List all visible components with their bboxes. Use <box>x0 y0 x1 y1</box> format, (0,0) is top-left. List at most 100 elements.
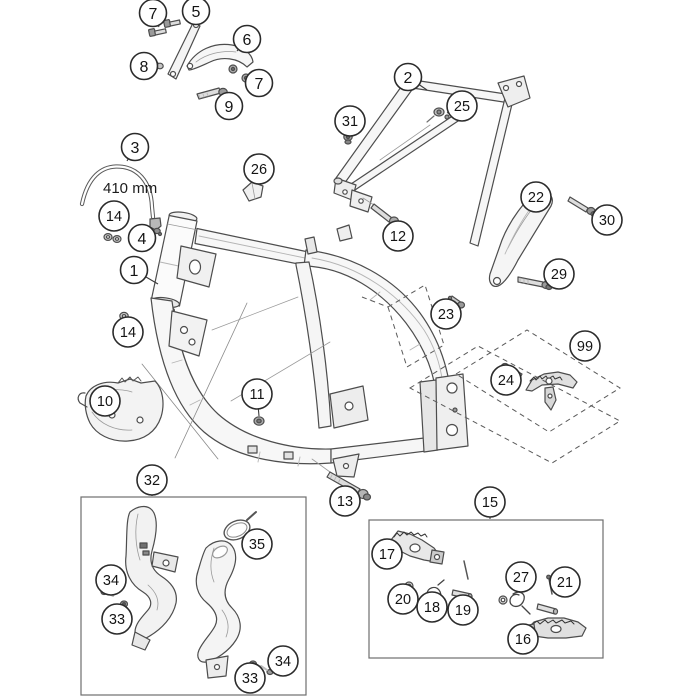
line-art-layer <box>77 19 598 679</box>
dashed-region-outer <box>408 345 622 464</box>
callout-number: 8 <box>140 59 149 76</box>
callout-circle <box>127 223 157 253</box>
callout-circle <box>112 316 144 348</box>
callout-14b[interactable]: 14 <box>112 316 144 348</box>
callout-number: 17 <box>379 547 395 563</box>
callout-circle <box>505 561 537 593</box>
callout-8[interactable]: 8 <box>129 51 159 81</box>
callout-30[interactable]: 30 <box>591 204 623 236</box>
callout-11[interactable]: 11 <box>241 378 273 417</box>
callout-circle <box>387 583 419 615</box>
callout-circle <box>334 105 366 137</box>
callout-5[interactable]: 5 <box>181 0 211 26</box>
group-box-15 <box>368 519 604 659</box>
callout-33b[interactable]: 33 <box>234 662 266 694</box>
callout-number: 23 <box>438 307 454 323</box>
callout-circle <box>329 485 361 517</box>
strut-part <box>167 20 201 80</box>
cable-tie-part <box>223 511 257 541</box>
callout-4[interactable]: 4 <box>127 223 157 253</box>
callout-circle <box>243 153 275 185</box>
callout-12[interactable]: 12 <box>382 220 414 252</box>
callout-number: 19 <box>455 603 471 619</box>
subframe-part <box>333 75 531 247</box>
callout-22[interactable]: 22 <box>520 181 552 213</box>
callout-number: 33 <box>109 612 125 628</box>
callout-1[interactable]: 1 <box>119 255 159 285</box>
callout-number: 35 <box>249 537 265 553</box>
callout-32[interactable]: 32 <box>136 464 168 496</box>
callout-circle <box>267 645 299 677</box>
callout-number: 14 <box>120 325 136 341</box>
callout-35[interactable]: 35 <box>241 528 273 560</box>
callout-27[interactable]: 27 <box>505 561 537 593</box>
callout-33a[interactable]: 33 <box>101 603 133 635</box>
callout-number: 3 <box>131 140 140 157</box>
callout-14a[interactable]: 14 <box>98 200 130 232</box>
callout-number: 4 <box>138 231 147 248</box>
callout-3[interactable]: 3 <box>120 132 150 162</box>
callout-2[interactable]: 2 <box>393 62 428 92</box>
callout-19[interactable]: 19 <box>447 594 479 626</box>
callout-number: 34 <box>275 654 291 670</box>
callout-circle <box>474 486 506 518</box>
callout-number: 22 <box>528 190 544 206</box>
callout-number: 15 <box>482 495 498 511</box>
callout-number: 31 <box>342 114 358 130</box>
callout-16[interactable]: 16 <box>507 623 539 655</box>
callout-circle <box>119 255 149 285</box>
group-box-32 <box>80 496 307 696</box>
callout-circle <box>520 181 552 213</box>
callout-21[interactable]: 21 <box>549 566 581 598</box>
callout-number: 11 <box>249 387 264 403</box>
callout-circle <box>214 91 244 121</box>
callout-number: 25 <box>454 99 470 115</box>
callout-number: 10 <box>97 394 113 410</box>
callout-circle <box>129 51 159 81</box>
bracket-part-6 <box>186 43 254 71</box>
callout-circle <box>446 90 478 122</box>
callout-26[interactable]: 26 <box>243 153 275 185</box>
callout-circle <box>234 662 266 694</box>
callout-13[interactable]: 13 <box>329 485 361 517</box>
callout-34b[interactable]: 34 <box>267 645 299 677</box>
callout-6[interactable]: 6 <box>232 24 262 54</box>
frame-guard-right-part <box>195 540 241 679</box>
callout-17[interactable]: 17 <box>371 538 403 570</box>
callout-circle <box>89 385 121 417</box>
callout-number: 34 <box>103 573 119 589</box>
footpeg-right-part <box>523 617 587 641</box>
callout-number: 1 <box>130 263 139 280</box>
callout-18[interactable]: 18 <box>416 591 448 623</box>
callout-15[interactable]: 15 <box>474 486 506 519</box>
construction-line <box>174 302 248 459</box>
callout-circle <box>241 378 273 410</box>
hose-length-label: 410 mm <box>103 180 157 197</box>
nut-part-11 <box>253 416 265 426</box>
callout-circle <box>181 0 211 26</box>
callout-circle <box>101 603 133 635</box>
callout-10[interactable]: 10 <box>89 385 121 417</box>
callout-34a[interactable]: 34 <box>95 564 127 596</box>
bolt-part-13 <box>311 458 372 501</box>
callout-circle <box>416 591 448 623</box>
callout-23[interactable]: 23 <box>430 298 462 330</box>
callout-31[interactable]: 31 <box>334 105 366 137</box>
callout-number: 99 <box>577 339 593 355</box>
callout-number: 30 <box>599 213 615 229</box>
main-frame-part <box>150 211 469 478</box>
callout-circle <box>507 623 539 655</box>
callout-9[interactable]: 9 <box>214 91 244 121</box>
callout-7b[interactable]: 7 <box>244 68 274 98</box>
callout-24[interactable]: 24 <box>490 364 522 396</box>
callout-20[interactable]: 20 <box>387 583 419 615</box>
callout-99[interactable]: 99 <box>569 330 601 362</box>
callout-7a[interactable]: 7 <box>138 0 168 28</box>
callout-25[interactable]: 25 <box>446 90 478 122</box>
guard-screws-part <box>100 588 274 676</box>
callout-circle <box>244 68 274 98</box>
callout-29[interactable]: 29 <box>543 258 575 290</box>
hose-clamps-part <box>103 233 129 321</box>
